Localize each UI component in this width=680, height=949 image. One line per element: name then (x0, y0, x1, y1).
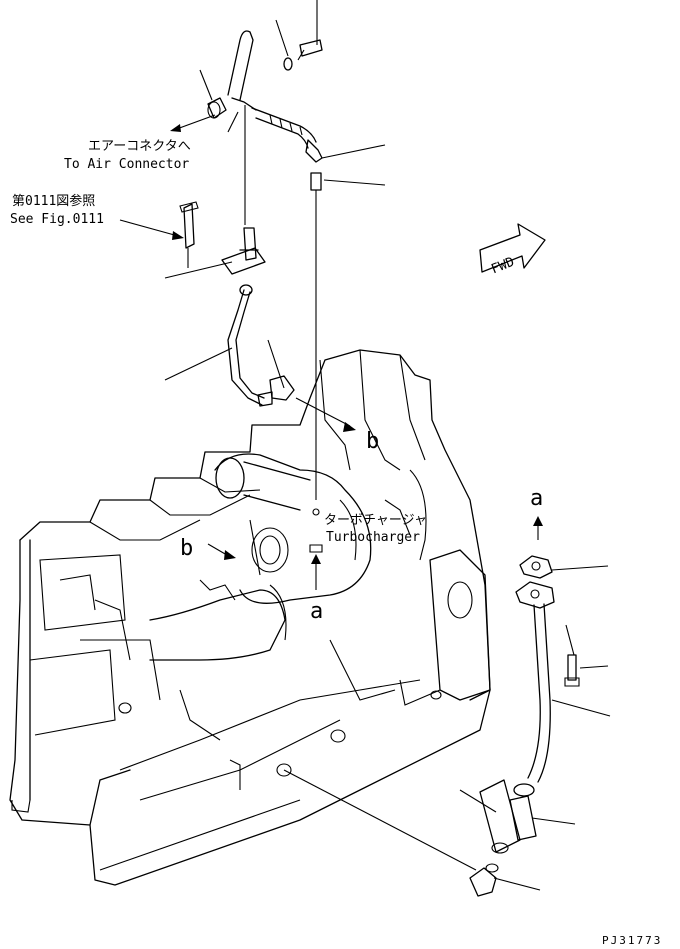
air-connector-label-en: To Air Connector (64, 157, 189, 172)
marker-a-top: a (530, 486, 543, 511)
fwd-arrow-icon (479, 223, 546, 273)
turbocharger (149, 453, 427, 661)
marker-a-bottom: a (310, 599, 323, 624)
marker-b-top: b (366, 429, 379, 454)
oil-pipe-assembly (469, 555, 580, 897)
engine-block (9, 349, 491, 886)
air-tube-assembly (179, 30, 323, 553)
marker-b-left: b (180, 536, 193, 561)
fwd-label: FWD (489, 255, 517, 278)
turbo-label-jp: ターボチャージャ (324, 513, 427, 528)
arrows (119, 114, 543, 590)
fig-ref-label-jp: 第0111図参照 (12, 193, 95, 209)
turbo-label-en: Turbocharger (326, 530, 420, 545)
air-connector-label-jp: エアーコネクタへ (88, 139, 191, 154)
leader-lines (164, 0, 611, 891)
drawing-id: PJ31773 (602, 934, 662, 947)
fig-ref-label-en: See Fig.0111 (10, 212, 104, 227)
